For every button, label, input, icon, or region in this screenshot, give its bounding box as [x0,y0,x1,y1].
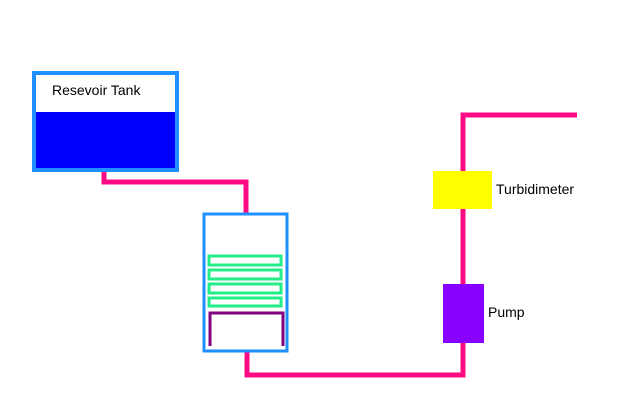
filter-column [202,212,289,353]
filter-layer [207,296,283,308]
reservoir-tank [32,71,179,172]
pump-label: Pump [488,304,525,320]
pump-box [443,284,484,343]
pipe-tank-to-filter [101,172,249,215]
filter-layer [207,282,283,295]
pipe-filter-to-pump [244,342,466,378]
turbidimeter-label: Turbidimeter [496,181,575,197]
pipe-pump-to-outlet [460,112,577,285]
filter-base [208,311,285,346]
turbidimeter-box [433,171,492,209]
filter-layer [207,254,283,267]
reservoir-tank-label: Resevoir Tank [52,82,141,98]
tank-water [34,112,177,170]
tank-outline [32,71,179,172]
filter-layer [207,268,283,281]
